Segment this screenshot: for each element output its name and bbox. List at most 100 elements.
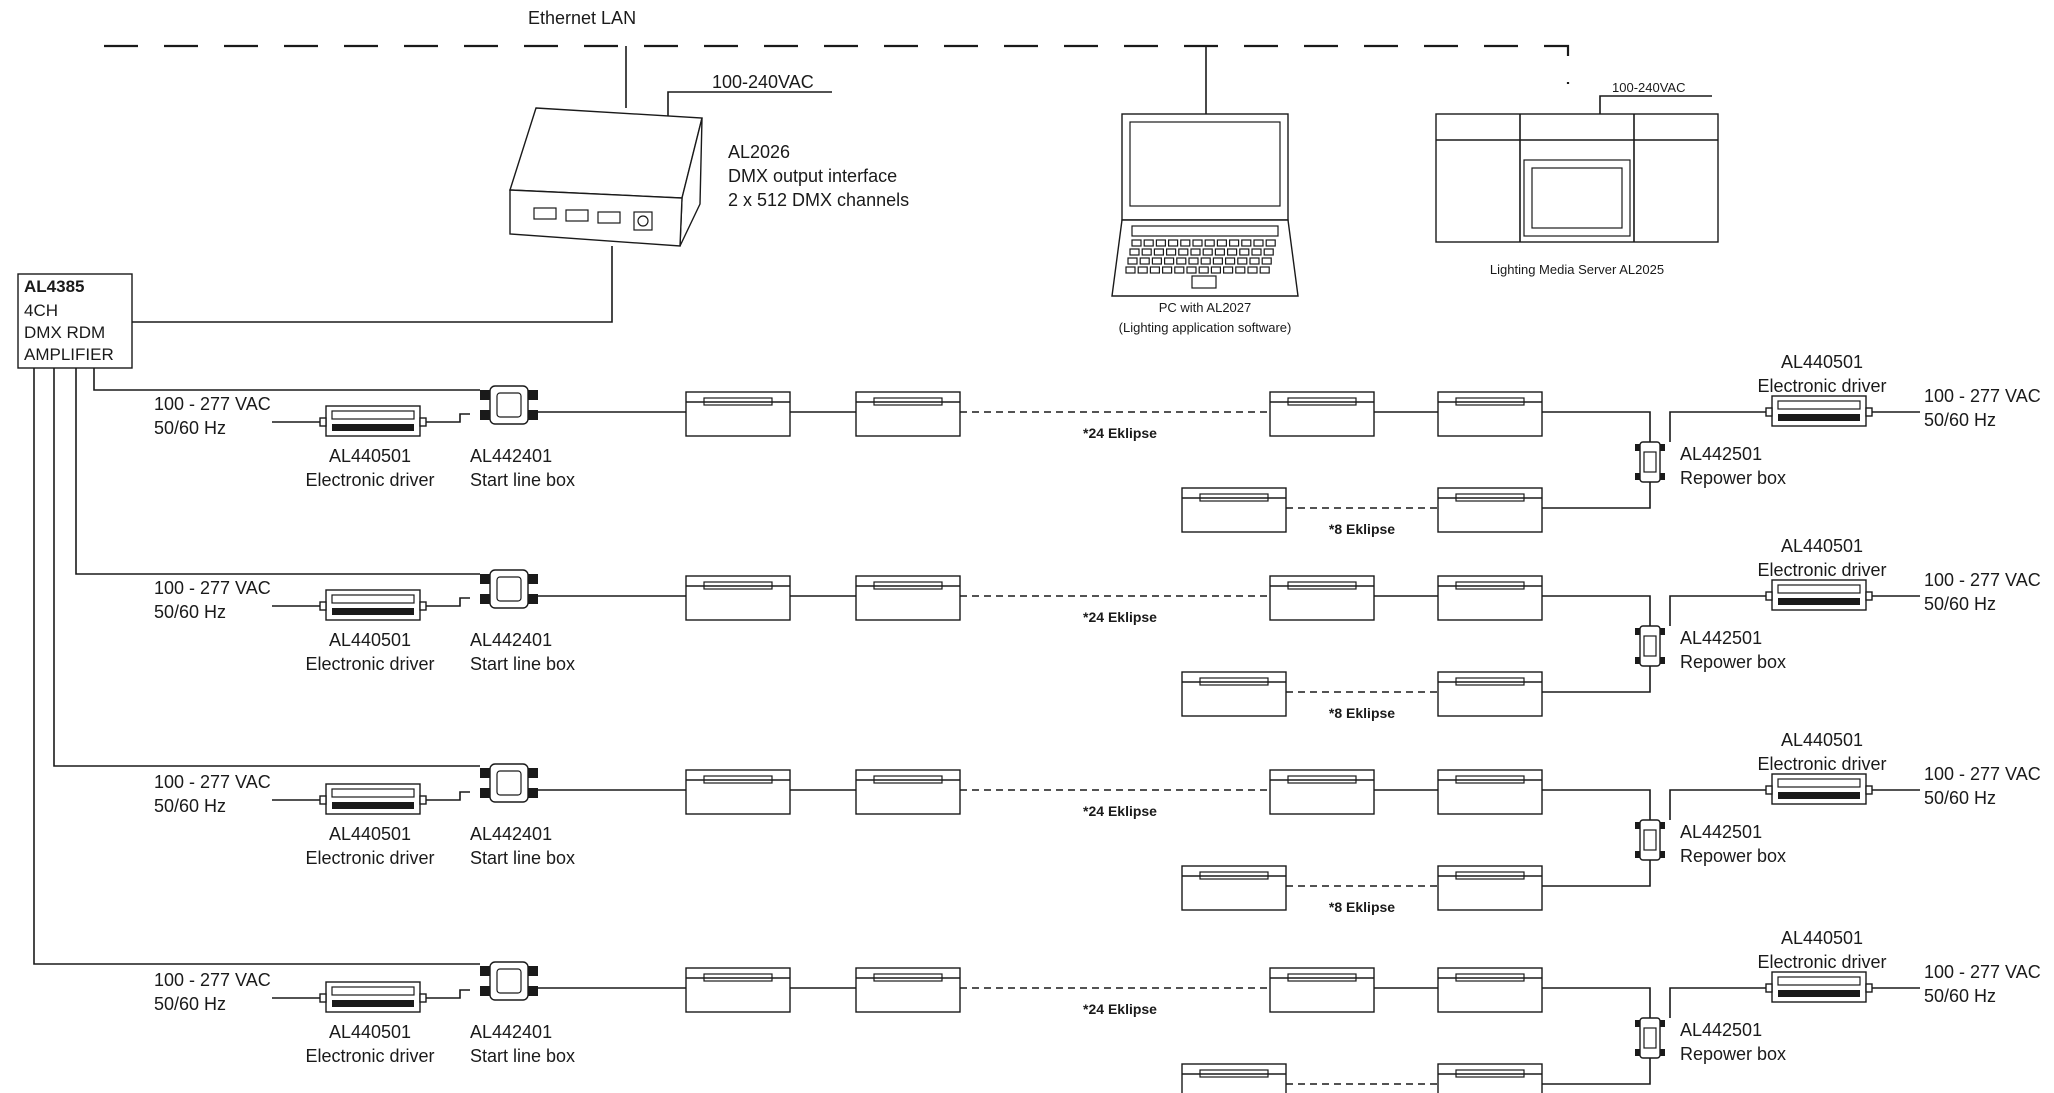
branch-luminaire-2 [1437, 865, 1543, 911]
start-line-box [480, 385, 538, 425]
right-supply-voltage: 100 - 277 VAC [1924, 962, 2041, 982]
interface-desc-1: DMX output interface [728, 166, 897, 186]
start-box-model: AL442401 [470, 446, 552, 466]
branch-luminaire-1 [1181, 1063, 1287, 1093]
ethernet-network: Ethernet LAN [104, 8, 1570, 114]
luminaire-3 [1269, 769, 1375, 815]
dmx-rdm-amplifier: AL4385 4CH DMX RDM AMPLIFIER [17, 273, 133, 369]
main-run-count: *24 Eklipse [1083, 425, 1157, 441]
pc-label-1: PC with AL2027 [1159, 300, 1252, 315]
ethernet-lan-line [104, 44, 1570, 84]
start-box-label: Start line box [470, 654, 575, 674]
left-electronic-driver [319, 405, 427, 437]
right-driver-label: Electronic driver [1757, 754, 1886, 774]
repower-box-model: AL442501 [1680, 628, 1762, 648]
left-driver-label: Electronic driver [305, 470, 434, 490]
right-supply-frequency: 50/60 Hz [1924, 594, 1996, 614]
luminaire-2 [855, 769, 961, 815]
luminaire-1 [685, 575, 791, 621]
main-run-count: *24 Eklipse [1083, 803, 1157, 819]
left-supply-frequency: 50/60 Hz [154, 994, 226, 1014]
right-electronic-driver [1765, 773, 1873, 805]
start-line-box [480, 569, 538, 609]
repower-box-model: AL442501 [1680, 444, 1762, 464]
interface-power-label: 100-240VAC [712, 72, 814, 92]
branch-run-count: *8 Eklipse [1329, 705, 1395, 721]
luminaire-2 [855, 575, 961, 621]
repower-box-label: Repower box [1680, 468, 1786, 488]
interface-desc-2: 2 x 512 DMX channels [728, 190, 909, 210]
right-driver-model: AL440501 [1781, 536, 1863, 556]
branch-run-count: *8 Eklipse [1329, 899, 1395, 915]
left-driver-model: AL440501 [329, 824, 411, 844]
start-line-box [480, 961, 538, 1001]
branch-luminaire-2 [1437, 1063, 1543, 1093]
pc-label-2: (Lighting application software) [1119, 320, 1292, 335]
branch-luminaire-2 [1437, 671, 1543, 717]
repower-box [1635, 441, 1665, 483]
luminaire-2 [855, 967, 961, 1013]
branch-run-count: *8 Eklipse [1329, 521, 1395, 537]
left-driver-label: Electronic driver [305, 848, 434, 868]
ethernet-lan-label: Ethernet LAN [528, 8, 636, 28]
right-supply-frequency: 50/60 Hz [1924, 788, 1996, 808]
amplifier-line-3: AMPLIFIER [24, 345, 114, 364]
left-supply-frequency: 50/60 Hz [154, 418, 226, 438]
start-box-model: AL442401 [470, 824, 552, 844]
repower-box [1635, 819, 1665, 861]
right-supply-voltage: 100 - 277 VAC [1924, 386, 2041, 406]
server-power-label: 100-240VAC [1612, 80, 1685, 95]
right-driver-label: Electronic driver [1757, 560, 1886, 580]
right-supply-voltage: 100 - 277 VAC [1924, 570, 2041, 590]
right-supply-voltage: 100 - 277 VAC [1924, 764, 2041, 784]
pc-laptop: PC with AL2027 (Lighting application sof… [1111, 113, 1299, 335]
start-box-model: AL442401 [470, 630, 552, 650]
amplifier-line-2: DMX RDM [24, 323, 105, 342]
server-power-line [1599, 95, 1712, 114]
luminaire-3 [1269, 391, 1375, 437]
left-electronic-driver [319, 783, 427, 815]
right-driver-model: AL440501 [1781, 928, 1863, 948]
interface-power-line [667, 91, 832, 122]
dmx-output-interface: 100-240VAC AL2026 DMX output interface 2… [509, 72, 909, 247]
lighting-media-server: 100-240VAC Lighting Media Server AL2025 [1435, 80, 1719, 277]
start-box-label: Start line box [470, 470, 575, 490]
right-supply-frequency: 50/60 Hz [1924, 410, 1996, 430]
interface-model: AL2026 [728, 142, 790, 162]
repower-box [1635, 1017, 1665, 1059]
luminaire-4 [1437, 391, 1543, 437]
luminaire-1 [685, 769, 791, 815]
amplifier-model: AL4385 [24, 277, 84, 296]
start-box-label: Start line box [470, 848, 575, 868]
right-electronic-driver [1765, 579, 1873, 611]
left-driver-label: Electronic driver [305, 654, 434, 674]
left-supply-voltage: 100 - 277 VAC [154, 970, 271, 990]
pc-keyboard [1125, 239, 1276, 274]
main-run-count: *24 Eklipse [1083, 1001, 1157, 1017]
amplifier-line-1: 4CH [24, 301, 58, 320]
repower-box-model: AL442501 [1680, 822, 1762, 842]
right-driver-label: Electronic driver [1757, 376, 1886, 396]
luminaire-2 [855, 391, 961, 437]
repower-box-label: Repower box [1680, 846, 1786, 866]
dmx-output-lines [33, 368, 480, 965]
luminaire-4 [1437, 769, 1543, 815]
right-driver-label: Electronic driver [1757, 952, 1886, 972]
start-box-label: Start line box [470, 1046, 575, 1066]
right-supply-frequency: 50/60 Hz [1924, 986, 1996, 1006]
left-supply-voltage: 100 - 277 VAC [154, 578, 271, 598]
left-electronic-driver [319, 981, 427, 1013]
luminaire-1 [685, 391, 791, 437]
left-driver-model: AL440501 [329, 630, 411, 650]
right-electronic-driver [1765, 971, 1873, 1003]
left-supply-frequency: 50/60 Hz [154, 602, 226, 622]
luminaire-4 [1437, 967, 1543, 1013]
left-supply-frequency: 50/60 Hz [154, 796, 226, 816]
server-label: Lighting Media Server AL2025 [1490, 262, 1664, 277]
branch-luminaire-1 [1181, 865, 1287, 911]
